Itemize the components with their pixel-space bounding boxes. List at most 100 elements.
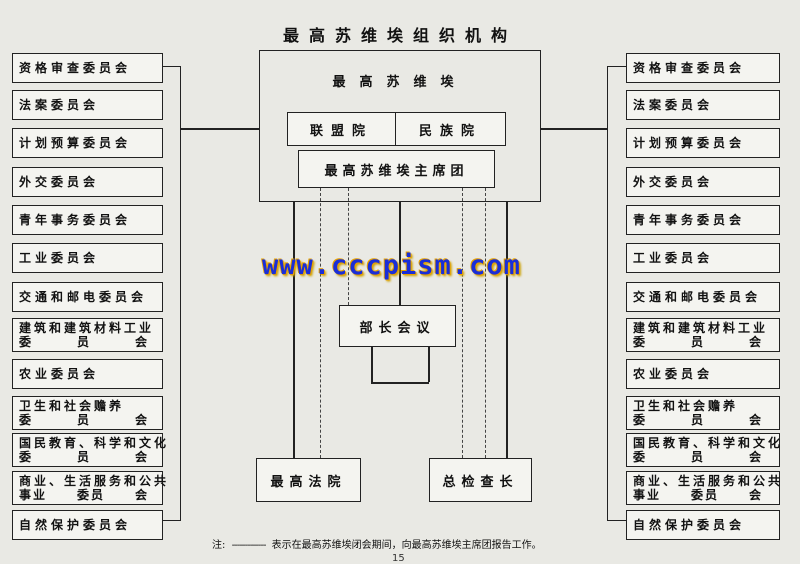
dashed-link-4 [485,188,486,458]
committee-name: 工业委员会 [633,251,714,265]
committee-name-part: 委 [633,413,648,427]
right-committee-box: 卫生和社会赡养委员会 [626,396,780,430]
committee-name-part: 员 [691,413,706,427]
dashed-link-1 [320,188,321,458]
council-of-ministers-box: 部长会议 [339,305,456,347]
left-committee-box: 计划预算委员会 [12,128,163,158]
committee-name-part: 事业 [633,488,662,502]
committee-name-part: 会 [749,488,764,502]
committee-name-line2: 委员会 [633,335,773,349]
committee-name-line1: 商业、生活服务和公共 [19,474,170,488]
committee-name-part: 会 [135,413,150,427]
committee-name: 农业委员会 [633,367,714,381]
committee-name: 农业委员会 [19,367,100,381]
left-committee-box: 资格审查委员会 [12,53,163,83]
link-left-outer [293,202,295,458]
right-committee-box: 计划预算委员会 [626,128,780,158]
union-council-box: 联盟院 [287,112,396,146]
right-connector-line [541,128,607,130]
left-committee-box: 农业委员会 [12,359,163,389]
right-committee-box: 农业委员会 [626,359,780,389]
link-minister-right [428,347,430,382]
website-watermark: www.cccpism.com [262,250,521,281]
left-committee-box: 法案委员会 [12,90,163,120]
committee-name-part: 会 [749,413,764,427]
committee-name: 青年事务委员会 [19,213,132,227]
right-committee-box: 工业委员会 [626,243,780,273]
committee-name-part: 委 [19,413,34,427]
note-text: 表示在最高苏维埃闭会期间，向最高苏维埃主席团报告工作。 [271,540,542,551]
committee-name-line2: 委员会 [633,450,773,464]
supreme-soviet-label: 最高苏维埃 [332,74,468,90]
committee-name-line2: 事业 委员 会 [19,488,156,502]
committee-name-part: 员 [77,413,92,427]
right-committee-box: 商业、生活服务和公共事业委员会 [626,471,780,505]
right-committee-box: 建筑和建筑材料工业委 员 会 [626,318,780,352]
committee-name-part: 员 [77,335,92,349]
committee-name-part: 委 [19,450,34,464]
committee-name-line1: 国民教育、科学和文化 [19,436,170,450]
procurator-general-box: 总检查长 [429,458,532,502]
committee-name-part: 委 [633,335,648,349]
committee-name-part: 员 [77,450,92,464]
nationality-council-box: 民族院 [395,112,506,146]
left-committee-box: 卫生和社会赡养委员会 [12,396,163,430]
committee-name-line1: 建筑和建筑材料工业 [633,321,769,335]
committee-name-line2: 事业 委员 会 [633,488,773,502]
left-committee-box: 外交委员会 [12,167,163,197]
supreme-soviet-box [259,50,541,202]
committee-name: 计划预算委员会 [19,136,132,150]
dashed-link-3 [462,188,463,458]
committee-name: 青年事务委员会 [633,213,746,227]
committee-name-line2: 委员会 [633,413,773,427]
committee-name: 法案委员会 [633,98,714,112]
committee-name-part: 委员 [691,488,720,502]
committee-name-part: 会 [749,335,764,349]
committee-name-part: 会 [135,488,150,502]
left-committee-box: 自然保护委员会 [12,510,163,540]
right-committee-box: 外交委员会 [626,167,780,197]
committee-name: 自然保护委员会 [19,518,132,532]
page-number: 15 [392,553,405,564]
supreme-court-box: 最高法院 [256,458,361,502]
committee-name-part: 委 [633,450,648,464]
committee-name-line2: 委员会 [19,413,156,427]
committee-name: 交通和邮电委员会 [19,290,148,304]
left-committee-box: 商业、生活服务和公共事业 委员 会 [12,471,170,505]
note-dashes: ------------- [231,540,267,551]
right-committee-box: 交通和邮电委员会 [626,282,780,312]
committee-name-part: 会 [135,450,150,464]
committee-name: 交通和邮电委员会 [633,290,762,304]
diagram-title: 最高苏维埃组织机构 [282,26,517,45]
committee-name: 自然保护委员会 [633,518,746,532]
committee-name: 资格审查委员会 [19,61,132,75]
left-connector-line [181,128,259,130]
committee-name-part: 会 [135,335,150,349]
left-committee-box: 工业委员会 [12,243,163,273]
right-committee-box: 国民教育、科学和文化委员会 [626,433,780,467]
committee-name: 工业委员会 [19,251,100,265]
committee-name-line2: 委员会 [19,335,156,349]
link-minister-left [371,347,373,382]
right-committee-box: 青年事务委员会 [626,205,780,235]
committee-name-part: 事业 [19,488,48,502]
committee-name-part: 委员 [77,488,106,502]
presidium-box: 最高苏维埃主席团 [298,150,495,188]
right-committee-box: 资格审查委员会 [626,53,780,83]
link-center [399,202,401,305]
committee-name: 法案委员会 [19,98,100,112]
link-crossbar [371,382,429,384]
left-committee-box: 建筑和建筑材料工业委员会 [12,318,163,352]
committee-name-line1: 国民教育、科学和文化 [633,436,784,450]
right-committee-box: 法案委员会 [626,90,780,120]
note-prefix: 注: [212,540,226,551]
right-committee-box: 自然保护委员会 [626,510,780,540]
left-bracket [163,66,181,521]
committee-name-part: 会 [749,450,764,464]
committee-name-part: 委 [19,335,34,349]
left-committee-box: 青年事务委员会 [12,205,163,235]
committee-name-part: 员 [691,335,706,349]
committee-name: 资格审查委员会 [633,61,746,75]
dashed-link-2 [348,188,349,305]
legend-note: 注: ------------- 表示在最高苏维埃闭会期间，向最高苏维埃主席团报… [212,536,542,551]
